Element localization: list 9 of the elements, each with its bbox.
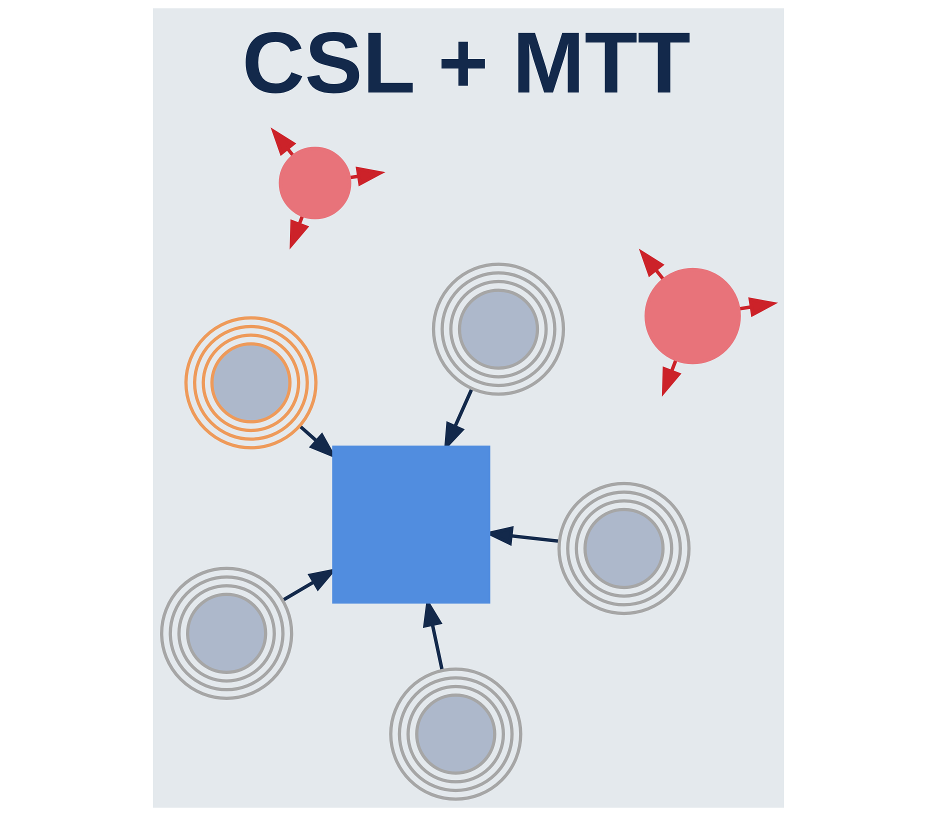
node-circle xyxy=(160,566,293,700)
node-circle xyxy=(431,262,565,396)
arrow xyxy=(738,297,778,318)
diagram-title: CSL + MTT xyxy=(242,16,690,112)
arrow xyxy=(638,248,664,280)
node-box xyxy=(332,446,490,604)
node-circle xyxy=(556,482,690,616)
node-circle xyxy=(388,668,522,801)
arrow xyxy=(661,360,681,397)
